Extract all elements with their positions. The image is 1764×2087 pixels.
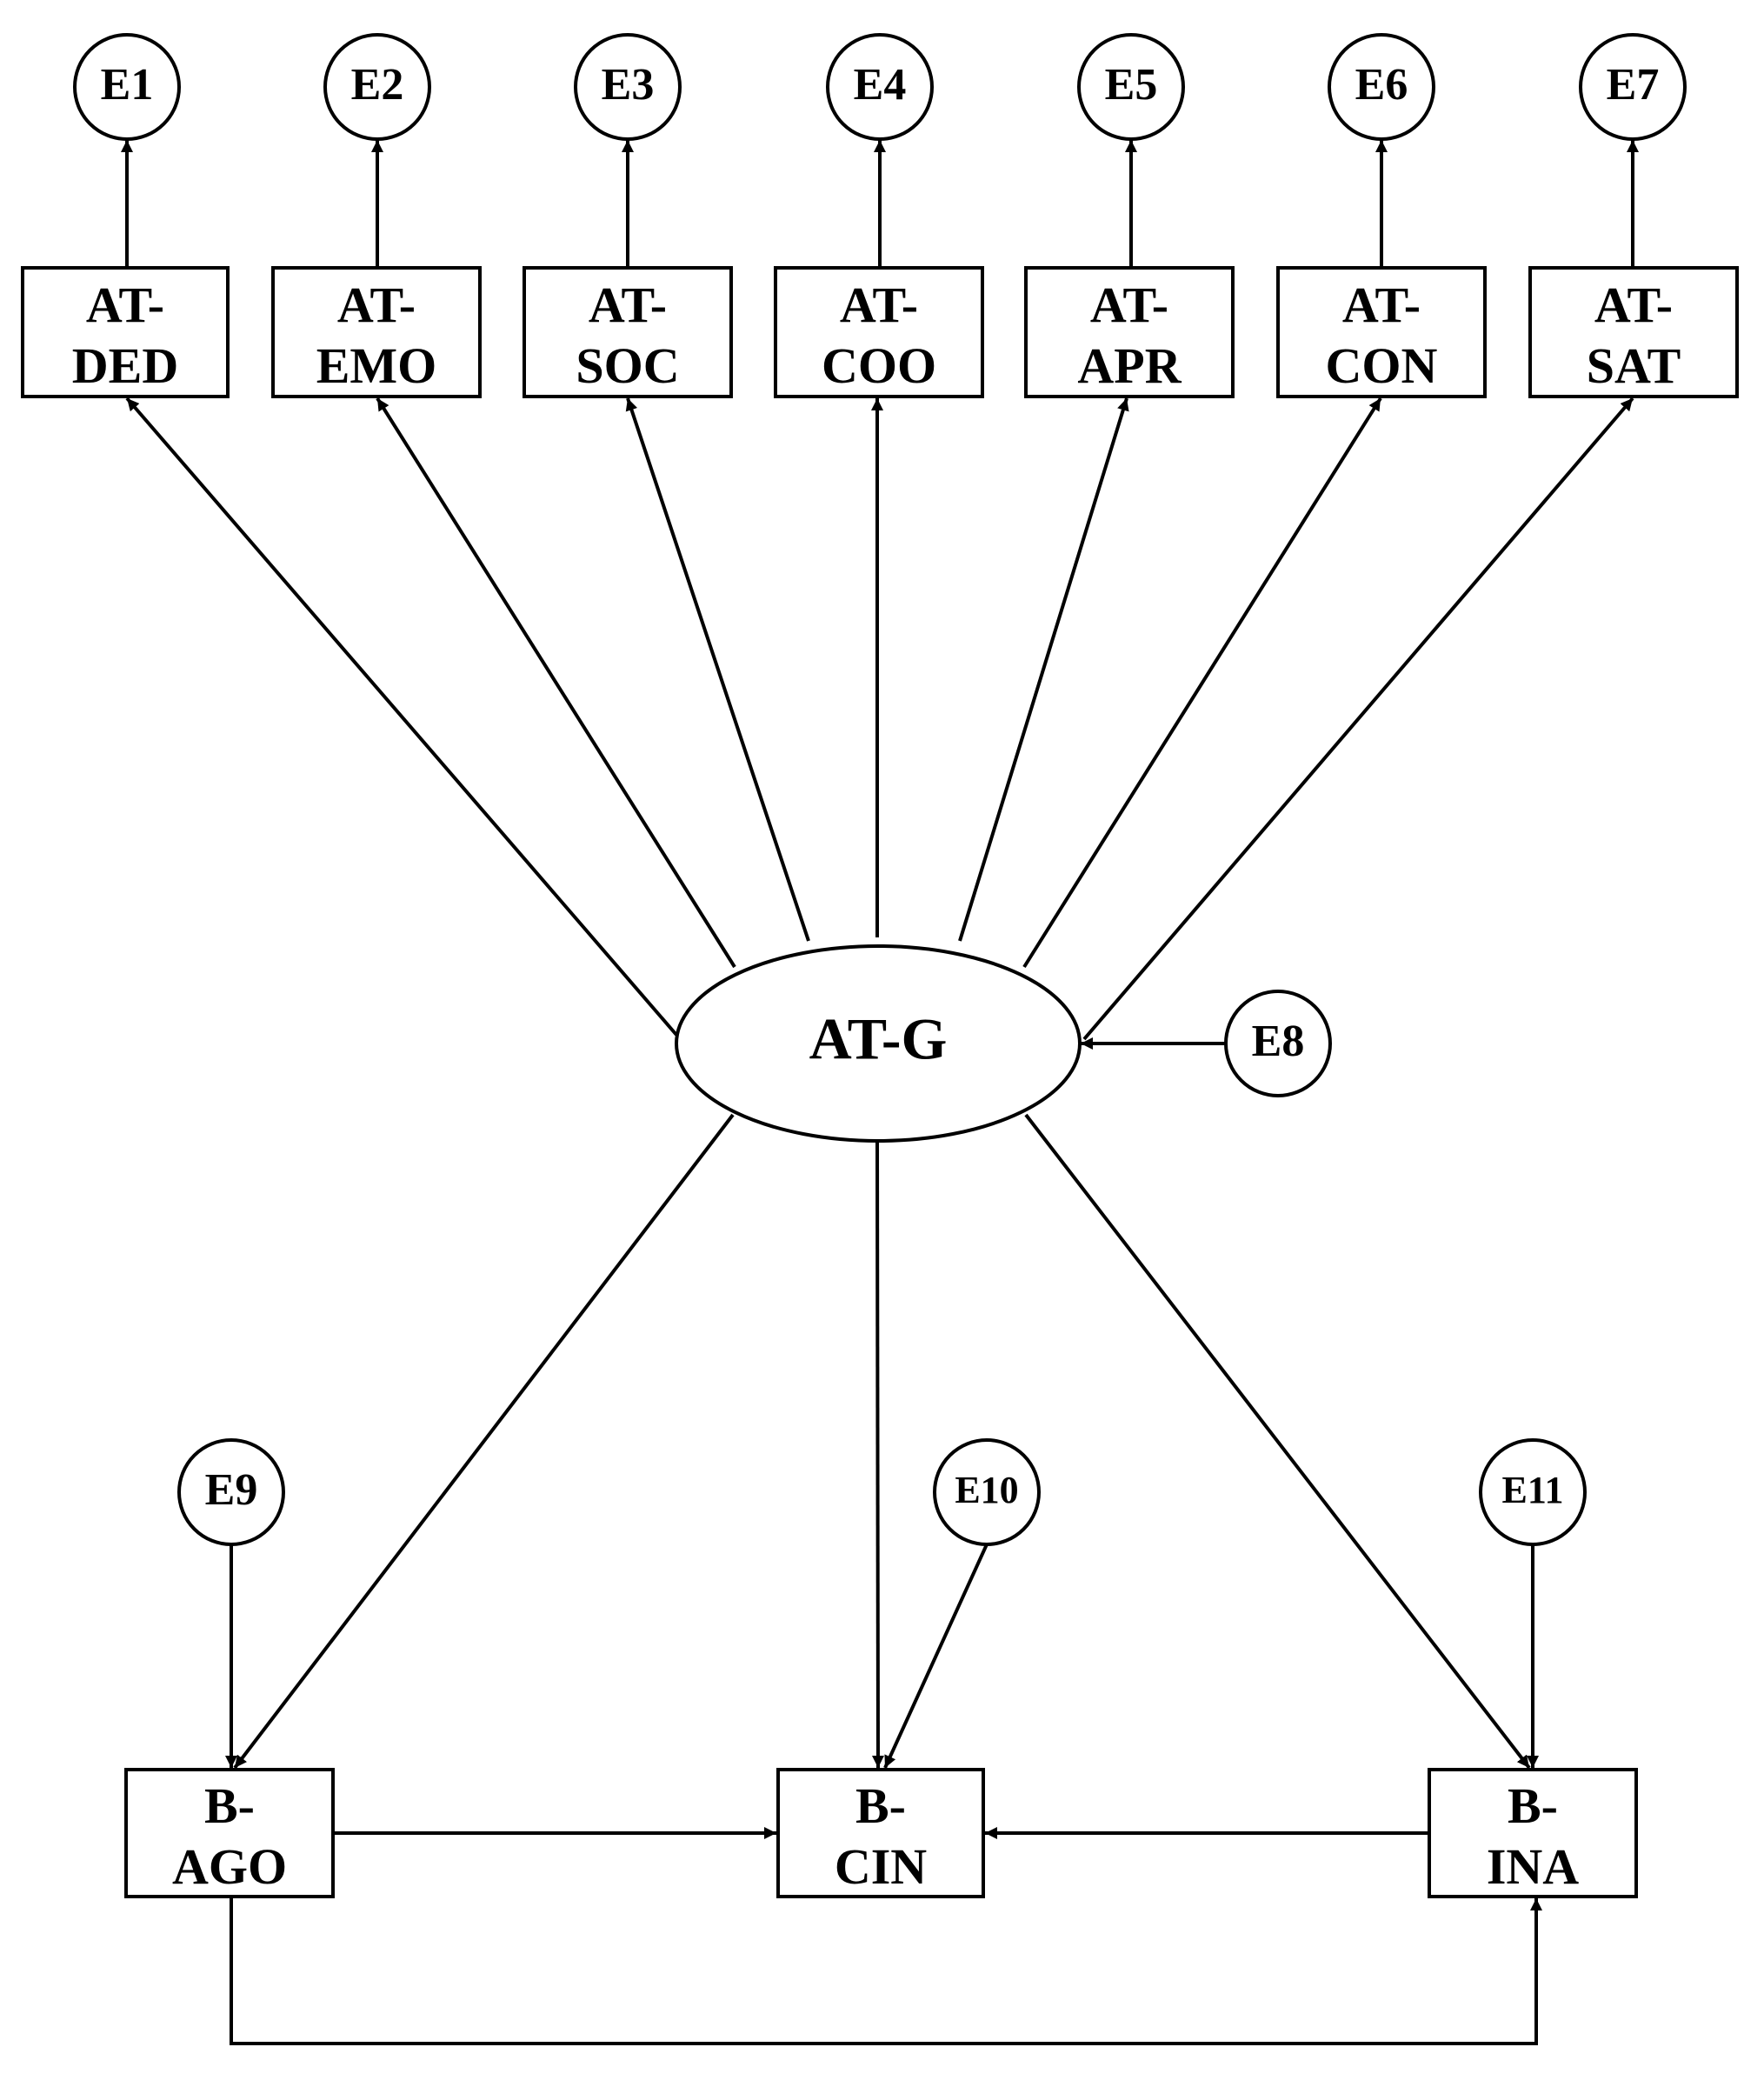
indicator-box-at-soc: AT- SOC bbox=[523, 266, 733, 398]
outcome-b-ago-line1: B- bbox=[204, 1777, 255, 1834]
error-label-e2: E2 bbox=[351, 60, 404, 110]
indicator-at-con-line2: CON bbox=[1326, 337, 1438, 394]
indicator-at-con-line1: AT- bbox=[1342, 277, 1421, 333]
indicator-at-emo-line2: EMO bbox=[316, 337, 437, 394]
outcome-boxes: B- AGO B- CIN B- INA bbox=[124, 1768, 1638, 1898]
outcome-b-ina-line2: INA bbox=[1487, 1838, 1579, 1895]
arrow-atg-to-b-ago bbox=[233, 1113, 735, 1770]
indicator-box-at-apr: AT- APR bbox=[1024, 266, 1235, 398]
arrow-atg-to-b-ina bbox=[1024, 1113, 1531, 1770]
error-node-e1: E1 bbox=[73, 33, 181, 141]
outcome-box-b-ago: B- AGO bbox=[124, 1768, 335, 1898]
error-label-e11: E11 bbox=[1502, 1469, 1564, 1511]
error-label-e1: E1 bbox=[101, 60, 154, 110]
error-label-e6: E6 bbox=[1355, 60, 1408, 110]
indicator-at-sat-line2: SAT bbox=[1587, 337, 1681, 394]
indicator-at-sat-line1: AT- bbox=[1594, 277, 1673, 333]
arrow-atg-to-at-con bbox=[1022, 397, 1382, 969]
indicator-box-at-ded: AT- DED bbox=[21, 266, 230, 398]
indicator-at-ded-line1: AT- bbox=[86, 277, 164, 333]
error-node-e4: E4 bbox=[826, 33, 934, 141]
error-node-e5: E5 bbox=[1077, 33, 1185, 141]
indicator-at-coo-line1: AT- bbox=[840, 277, 918, 333]
latent-label: AT-G bbox=[809, 1006, 948, 1072]
error-node-e11: E11 bbox=[1479, 1438, 1587, 1546]
outcome-box-b-ina: B- INA bbox=[1428, 1768, 1638, 1898]
error-label-e5: E5 bbox=[1105, 60, 1158, 110]
indicator-at-coo-line2: COO bbox=[822, 337, 936, 394]
indicator-box-at-con: AT- CON bbox=[1276, 266, 1487, 398]
error-label-e4: E4 bbox=[854, 60, 907, 110]
error-node-e10: E10 bbox=[933, 1438, 1041, 1546]
indicator-at-soc-line1: AT- bbox=[589, 277, 667, 333]
outcome-b-cin-line2: CIN bbox=[835, 1838, 927, 1895]
arrow-atg-to-at-sat bbox=[1082, 397, 1634, 1041]
error-label-e8: E8 bbox=[1252, 1017, 1305, 1066]
error-label-e3: E3 bbox=[602, 60, 655, 110]
arrow-b-ago-to-b-ina bbox=[230, 1898, 1542, 2045]
arrow-e10-to-b-cin bbox=[883, 1544, 989, 1769]
indicator-boxes: AT- DED AT- EMO AT- SOC AT- COO AT- APR … bbox=[21, 266, 1739, 398]
arrow-atg-to-at-ded bbox=[125, 397, 678, 1037]
error-label-e7: E7 bbox=[1607, 60, 1660, 110]
error-node-e6: E6 bbox=[1328, 33, 1435, 141]
indicator-box-at-coo: AT- COO bbox=[774, 266, 984, 398]
arrow-atg-to-at-apr bbox=[958, 397, 1129, 942]
outcome-box-b-cin: B- CIN bbox=[776, 1768, 985, 1898]
indicator-at-emo-line1: AT- bbox=[337, 277, 416, 333]
error-node-e2: E2 bbox=[323, 33, 431, 141]
error-label-e9: E9 bbox=[205, 1465, 258, 1515]
paths-layer bbox=[121, 140, 1639, 2045]
indicator-at-apr-line1: AT- bbox=[1090, 277, 1168, 333]
arrow-atg-to-at-soc bbox=[625, 397, 810, 942]
outcome-b-cin-line1: B- bbox=[855, 1777, 906, 1834]
indicator-at-soc-line2: SOC bbox=[576, 337, 679, 394]
indicator-box-at-emo: AT- EMO bbox=[271, 266, 482, 398]
outcome-errors: E9 E10 E11 bbox=[177, 1438, 1587, 1546]
error-node-e8: E8 bbox=[1224, 990, 1332, 1097]
indicator-at-ded-line2: DED bbox=[72, 337, 178, 394]
arrow-atg-to-at-emo bbox=[376, 397, 736, 969]
indicator-errors: E1 E2 E3 E4 E5 E6 E7 bbox=[73, 33, 1687, 141]
indicator-at-apr-line2: APR bbox=[1077, 337, 1182, 394]
error-node-e9: E9 bbox=[177, 1438, 285, 1546]
error-node-e7: E7 bbox=[1579, 33, 1687, 141]
error-label-e10: E10 bbox=[955, 1469, 1018, 1511]
outcome-b-ago-line2: AGO bbox=[172, 1838, 287, 1895]
error-node-e3: E3 bbox=[574, 33, 682, 141]
latent-node-at-g: AT-G bbox=[675, 944, 1082, 1143]
indicator-box-at-sat: AT- SAT bbox=[1528, 266, 1739, 398]
outcome-b-ina-line1: B- bbox=[1508, 1777, 1558, 1834]
arrow-atg-to-b-cin bbox=[871, 1138, 884, 1769]
